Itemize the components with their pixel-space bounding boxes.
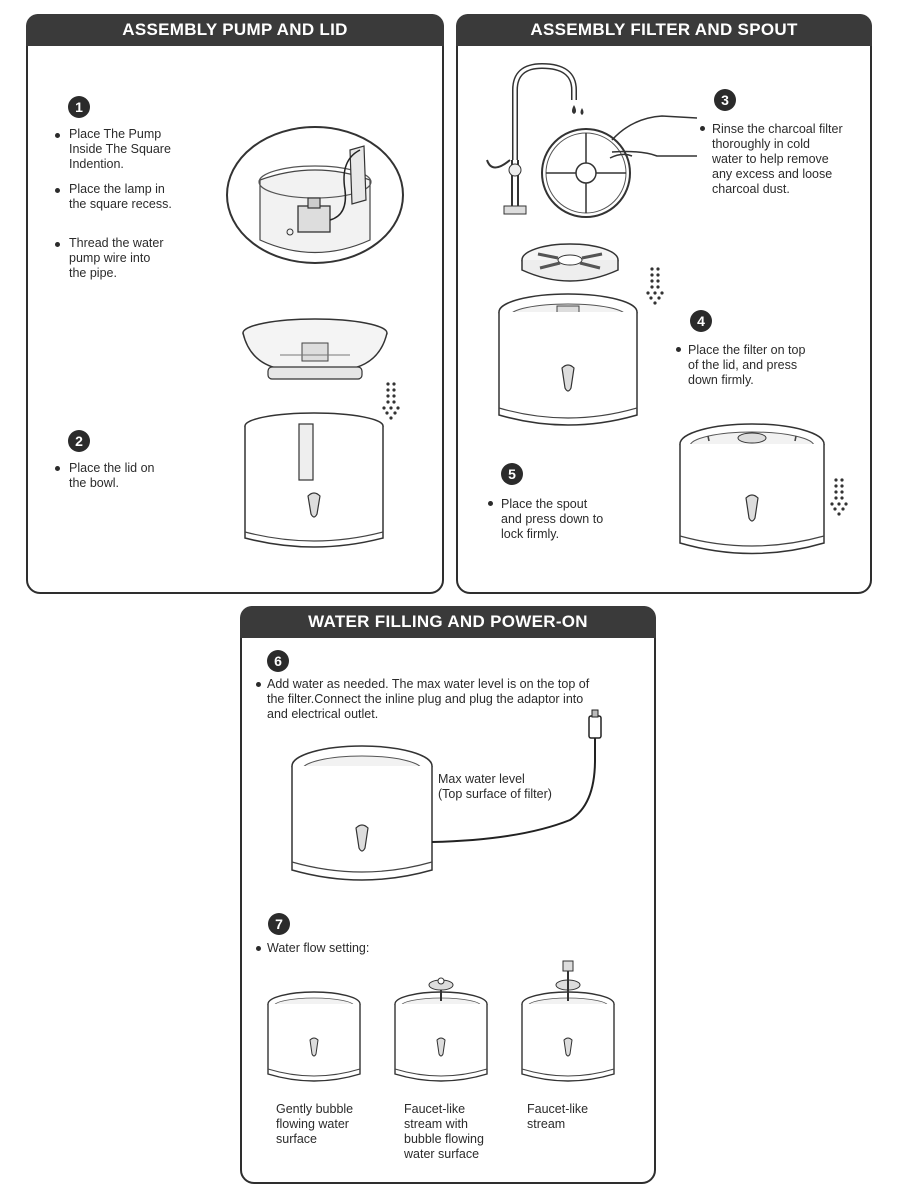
step-4-item-1: Place the filter on top of the lid, and … bbox=[688, 343, 806, 387]
filter-illustration bbox=[521, 243, 619, 282]
flow-mode-label-3: Faucet-like stream bbox=[527, 1102, 589, 1131]
bowl-with-lid-illustration bbox=[498, 293, 638, 426]
step-badge-7: 7 bbox=[268, 913, 290, 935]
pump-inside-bowl-illustration bbox=[226, 126, 404, 264]
bullet bbox=[676, 347, 681, 352]
step-1-item-2: Place the lamp in the square recess. bbox=[69, 182, 172, 211]
step-2-item-1: Place the lid on the bowl. bbox=[69, 461, 155, 490]
fountain-with-cable-illustration bbox=[291, 709, 602, 881]
step-badge-4: 4 bbox=[690, 310, 712, 332]
step-badge-5: 5 bbox=[501, 463, 523, 485]
step-1-item-3: Thread the water pump wire into the pipe… bbox=[69, 236, 164, 280]
bowl-illustration bbox=[244, 412, 384, 548]
step-5-item-1: Place the spout and press down to lock f… bbox=[501, 497, 604, 541]
section-title-water-power: WATER FILLING AND POWER-ON bbox=[240, 606, 656, 638]
max-water-level-label: Max water level (Top surface of filter) bbox=[438, 772, 552, 801]
down-arrow-icon bbox=[646, 267, 664, 305]
flow-mode-label-1: Gently bubble flowing water surface bbox=[276, 1102, 354, 1146]
bullet bbox=[700, 126, 705, 131]
flow-mode-faucet-illustration bbox=[521, 960, 615, 1082]
bullet bbox=[55, 188, 60, 193]
bullet bbox=[55, 133, 60, 138]
down-arrow-icon bbox=[830, 478, 848, 516]
step-badge-2: 2 bbox=[68, 430, 90, 452]
lid-illustration bbox=[242, 318, 388, 380]
bullet bbox=[55, 466, 60, 471]
section-title-pump-lid: ASSEMBLY PUMP AND LID bbox=[26, 14, 444, 46]
step-badge-1: 1 bbox=[68, 96, 90, 118]
flow-mode-faucet-bubble-illustration bbox=[394, 977, 488, 1082]
step-1-item-1: Place The Pump Inside The Square Indenti… bbox=[69, 127, 171, 171]
bullet bbox=[256, 946, 261, 951]
faucet-filter-illustration bbox=[486, 62, 698, 218]
bullet bbox=[55, 242, 60, 247]
bowl-with-spout-illustration bbox=[679, 423, 825, 555]
panel-water-filling-power bbox=[240, 606, 656, 1184]
section-title-filter-spout: ASSEMBLY FILTER AND SPOUT bbox=[456, 14, 872, 46]
step-3-item-1: Rinse the charcoal filter thoroughly in … bbox=[712, 122, 843, 196]
flow-mode-label-2: Faucet-like stream with bubble flowing w… bbox=[404, 1102, 484, 1161]
step-7-item-1: Water flow setting: bbox=[267, 941, 370, 955]
step-badge-6: 6 bbox=[267, 650, 289, 672]
bullet bbox=[256, 682, 261, 687]
flow-mode-bubble-illustration bbox=[267, 991, 361, 1082]
down-arrow-icon bbox=[382, 382, 400, 420]
step-badge-3: 3 bbox=[714, 89, 736, 111]
bullet bbox=[488, 501, 493, 506]
step-6-item-1: Add water as needed. The max water level… bbox=[267, 677, 590, 721]
